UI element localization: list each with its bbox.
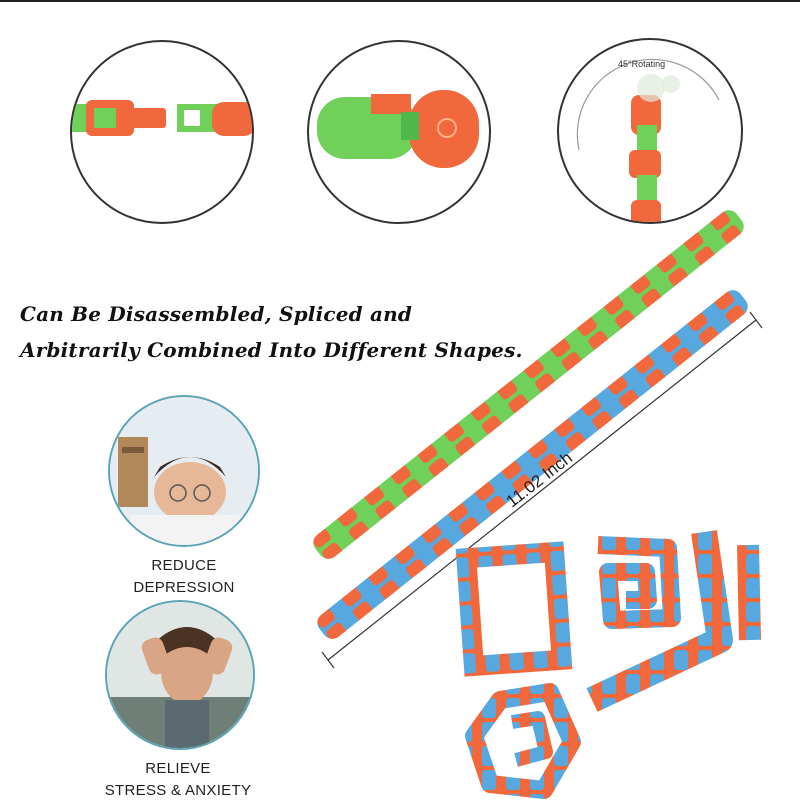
l-chain-shape bbox=[586, 530, 761, 712]
disassembled-link-illustration bbox=[72, 100, 252, 136]
benefit-caption-relieve-stress: RELIEVE STRESS & ANXIETY bbox=[88, 758, 268, 802]
link-joint-illustration bbox=[317, 90, 479, 168]
top-divider bbox=[0, 0, 800, 2]
rotation-label: 45°Rotating bbox=[618, 59, 666, 69]
slogan-line-1: Can Be Disassembled, Spliced and bbox=[20, 302, 413, 326]
benefit-1-line-1: REDUCE bbox=[151, 557, 217, 574]
blue-orange-chain bbox=[317, 290, 748, 639]
photo-circle-stressed-person bbox=[105, 600, 255, 750]
hexagon-chain-shape bbox=[465, 683, 581, 799]
detail-circle-rotation bbox=[557, 38, 743, 224]
benefit-2-line-2: STRESS & ANXIETY bbox=[104, 782, 252, 799]
detail-circle-disassemble bbox=[70, 40, 254, 224]
rotation-illustration bbox=[576, 58, 720, 222]
square-chain-shape bbox=[455, 541, 573, 677]
green-orange-chain bbox=[313, 210, 744, 559]
photo-circle-depressed-person bbox=[108, 395, 260, 547]
depressed-person-image bbox=[110, 397, 258, 545]
detail-circle-joint bbox=[307, 40, 491, 224]
benefit-1-line-2: DEPRESSION bbox=[133, 579, 235, 596]
feature-slogan: Can Be Disassembled, Spliced and Arbitra… bbox=[20, 296, 523, 368]
spiral-chain-shape bbox=[597, 536, 681, 629]
length-measurement-line bbox=[321, 311, 763, 669]
benefit-2-line-1: RELIEVE bbox=[145, 760, 211, 777]
benefit-caption-reduce-depression: REDUCE DEPRESSION bbox=[94, 555, 274, 599]
stressed-person-image bbox=[107, 602, 253, 748]
slogan-line-2: Arbitrarily Combined Into Different Shap… bbox=[20, 338, 523, 362]
